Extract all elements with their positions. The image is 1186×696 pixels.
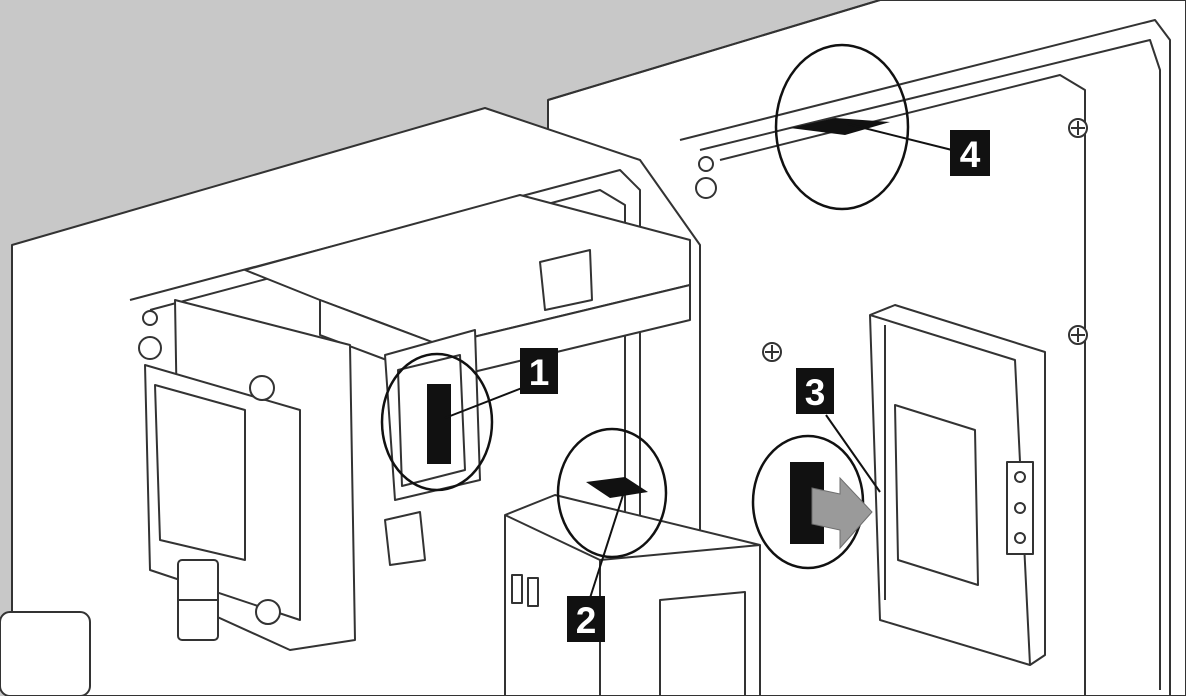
label-box-3 <box>796 368 834 414</box>
label-box-4 <box>950 130 990 176</box>
leader-line-2 <box>589 491 625 599</box>
marker-4 <box>790 118 890 135</box>
label-text-3: 3 <box>805 372 826 413</box>
screw-markers <box>762 118 1088 362</box>
direction-arrow <box>811 476 873 550</box>
callout-label-1: 1 <box>520 348 558 394</box>
callout-circle-1 <box>380 352 494 492</box>
leader-line-4 <box>847 123 953 151</box>
label-box-1 <box>520 348 558 394</box>
callout-label-2: 2 <box>567 596 605 642</box>
label-text-1: 1 <box>529 352 550 393</box>
cover-lid <box>244 194 691 381</box>
callout-circle-2 <box>556 427 668 559</box>
marker-1 <box>427 384 451 464</box>
marker-2 <box>586 477 648 498</box>
battery-block <box>504 494 761 696</box>
callout-circles <box>380 43 910 570</box>
callout-label-4: 4 <box>950 130 990 176</box>
callout-markers <box>427 118 890 544</box>
label-box-2 <box>567 596 605 642</box>
leader-line-1 <box>444 387 523 419</box>
label-text-4: 4 <box>960 134 981 175</box>
callout-label-3: 3 <box>796 368 834 414</box>
controller-module <box>869 304 1046 666</box>
label-text-2: 2 <box>576 600 597 641</box>
callout-circle-4 <box>774 43 910 211</box>
leader-lines <box>444 123 953 599</box>
motor-unit <box>144 299 356 651</box>
leader-line-3 <box>825 414 881 493</box>
